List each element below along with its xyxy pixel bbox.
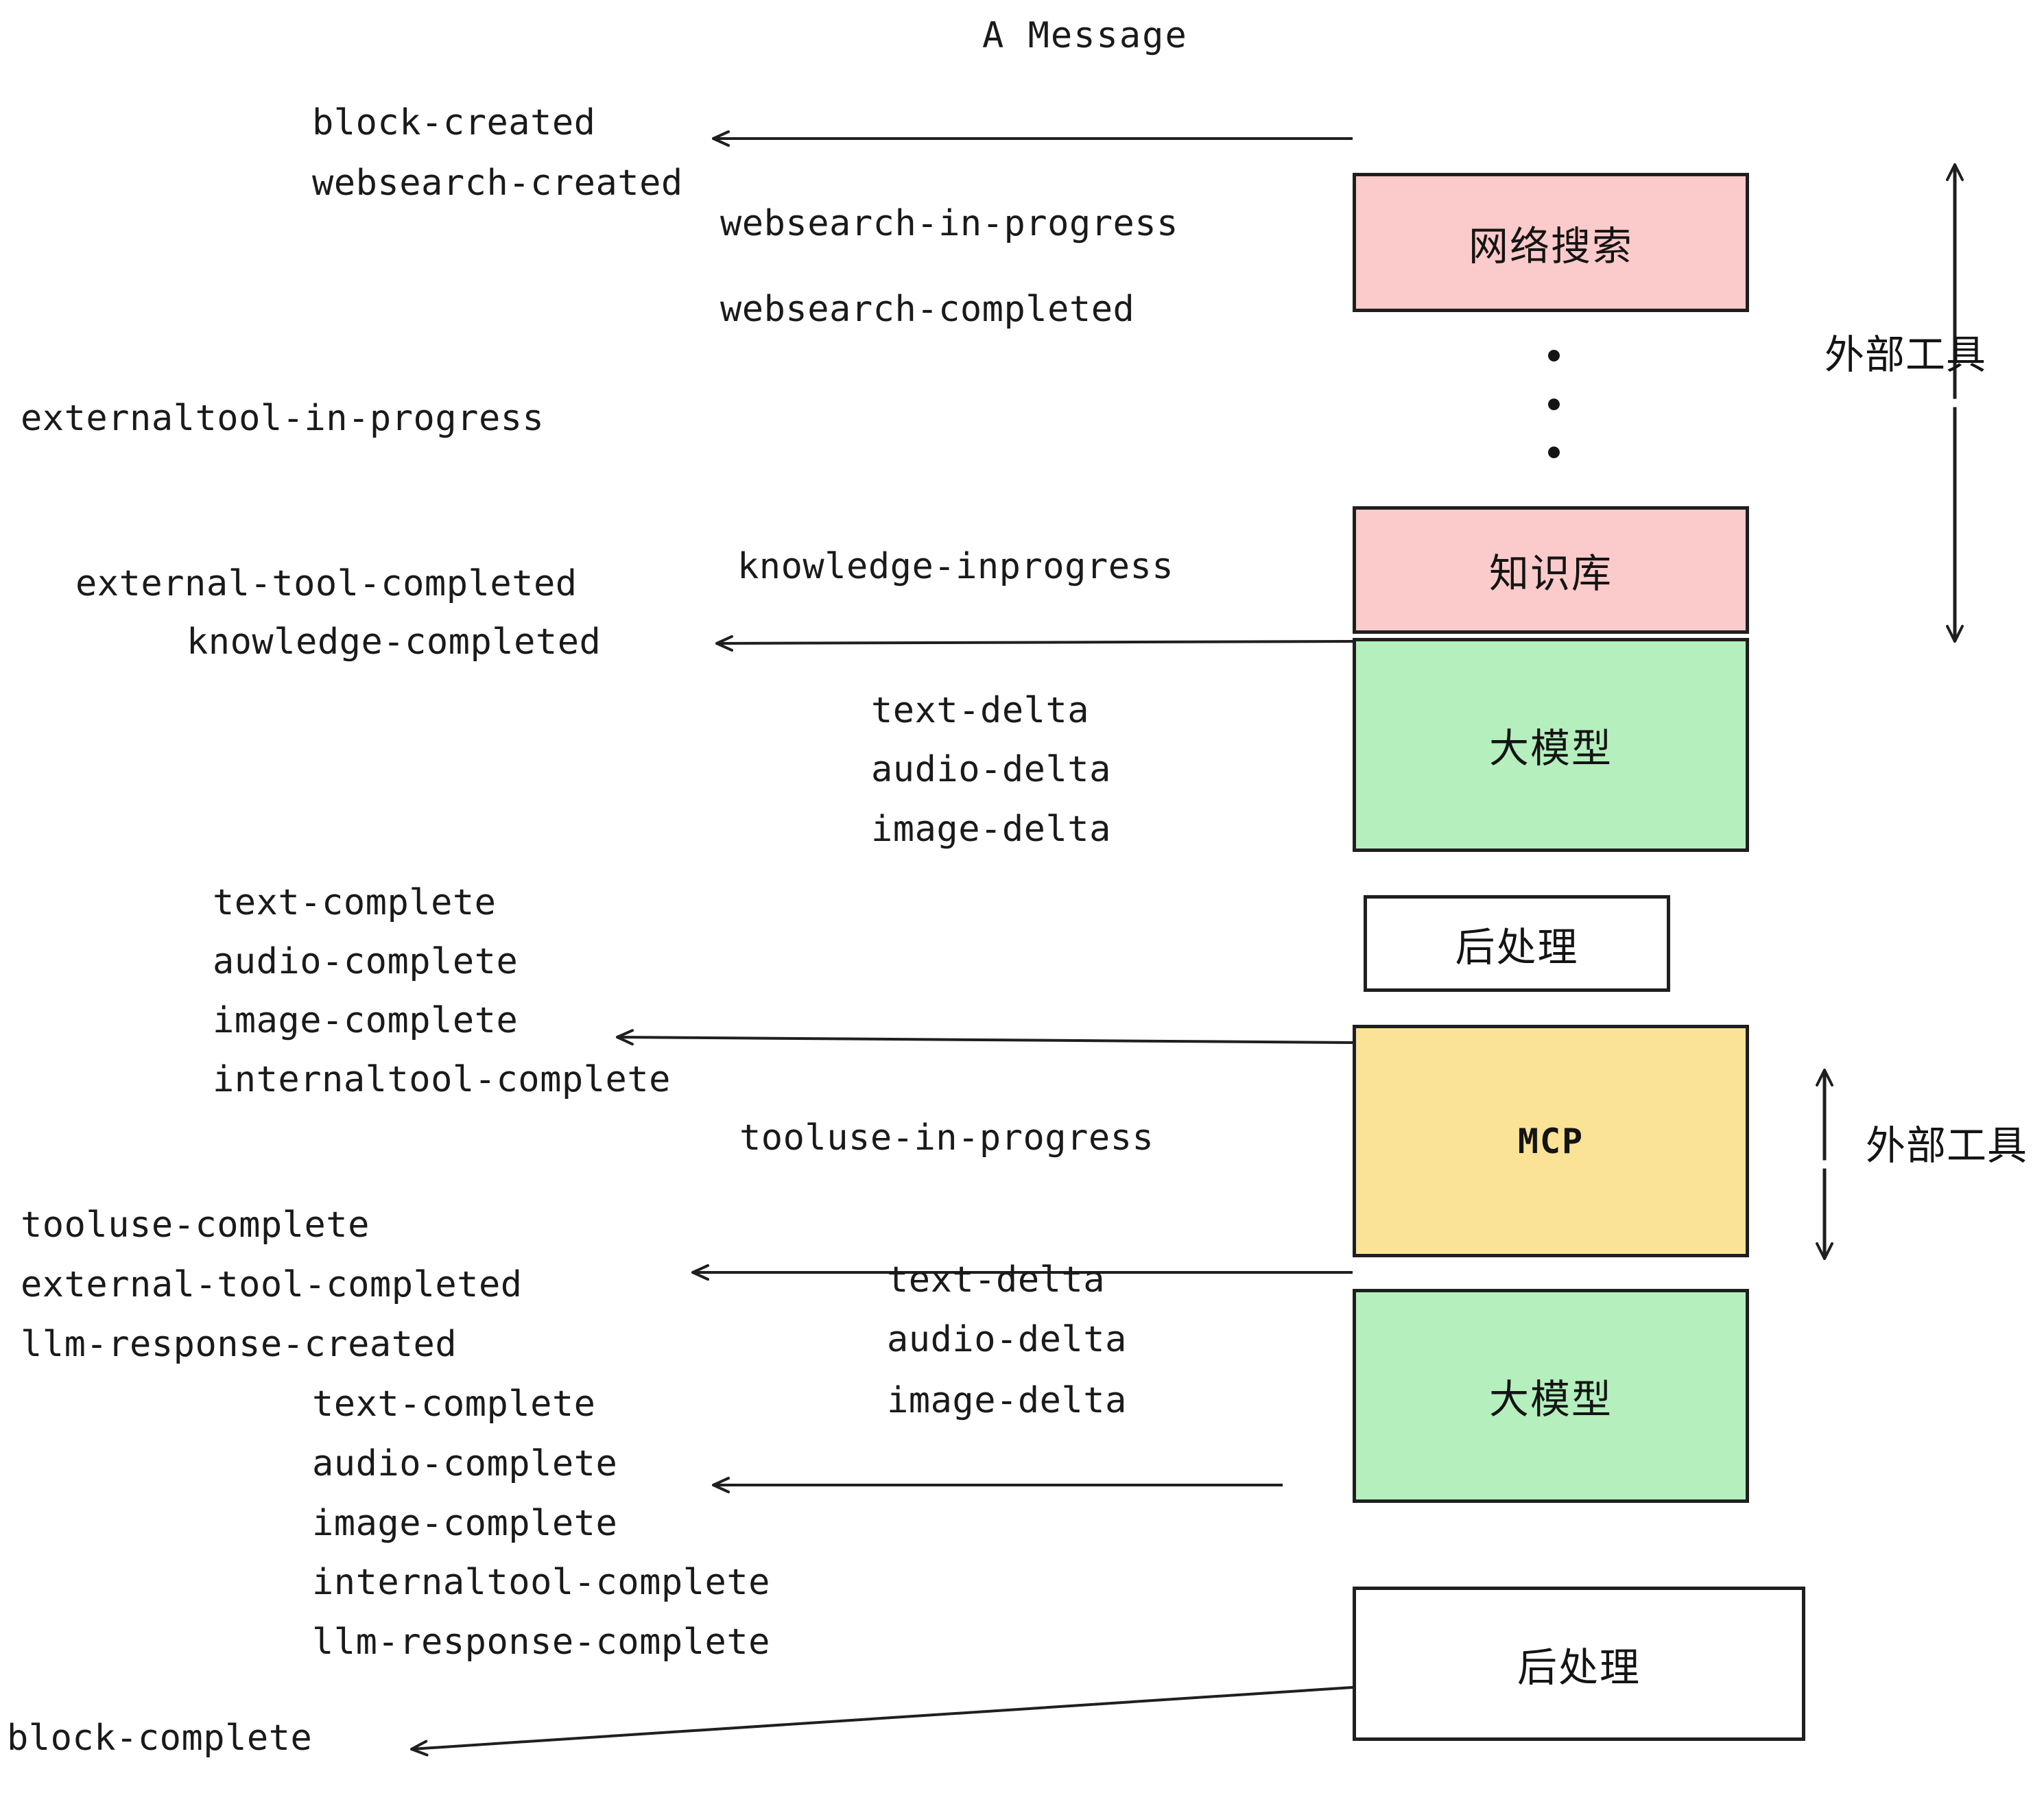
- event-label-text-delta-1: text-delta: [871, 690, 1090, 731]
- event-label-internaltool-complete-2: internaltool-complete: [312, 1562, 770, 1603]
- event-label-websearch-in-progress: websearch-in-progress: [720, 203, 1178, 244]
- node-knowledge[interactable]: 知识库: [1353, 506, 1749, 634]
- event-label-image-delta-2: image-delta: [887, 1380, 1127, 1421]
- node-label-knowledge: 知识库: [1488, 550, 1613, 597]
- ellipsis-dot: [1547, 447, 1560, 458]
- event-label-llm-response-created: llm-response-created: [21, 1324, 457, 1365]
- event-label-audio-complete-1: audio-complete: [213, 941, 519, 982]
- node-llm-1[interactable]: 大模型: [1353, 638, 1749, 852]
- event-label-text-complete-1: text-complete: [213, 882, 497, 923]
- node-postprocess-1[interactable]: 后处理: [1364, 895, 1670, 992]
- event-label-websearch-completed: websearch-completed: [720, 289, 1135, 330]
- node-websearch[interactable]: 网络搜索: [1353, 173, 1749, 312]
- arrow-knowledge-to-completed: [715, 634, 1353, 652]
- event-label-llm-response-complete: llm-response-complete: [312, 1622, 770, 1663]
- node-label-postprocess-2: 后处理: [1517, 1643, 1641, 1691]
- side-label-external-tools-top: 外部工具: [1825, 331, 1987, 378]
- event-label-block-complete: block-complete: [7, 1718, 313, 1759]
- event-label-externaltool-in-progress: externaltool-in-progress: [21, 398, 545, 439]
- vertical-ellipsis-icon: [1547, 350, 1560, 458]
- node-label-websearch: 网络搜索: [1468, 222, 1633, 270]
- event-label-image-delta-1: image-delta: [871, 809, 1111, 850]
- event-label-knowledge-completed: knowledge-completed: [187, 621, 602, 663]
- event-label-text-delta-2: text-delta: [887, 1259, 1106, 1301]
- event-label-tooluse-in-progress: tooluse-in-progress: [739, 1117, 1154, 1159]
- event-label-text-complete-2: text-complete: [312, 1384, 596, 1425]
- event-label-external-tool-completed-1: external-tool-completed: [75, 563, 578, 604]
- arrow-post2-to-block-complete: [410, 1686, 1353, 1757]
- page-title: A Message: [982, 15, 1188, 56]
- event-label-audio-complete-2: audio-complete: [312, 1443, 618, 1484]
- event-label-websearch-created: websearch-created: [312, 163, 683, 204]
- event-label-audio-delta-2: audio-delta: [887, 1319, 1127, 1360]
- node-mcp[interactable]: MCP: [1353, 1025, 1749, 1257]
- ellipsis-dot: [1547, 350, 1560, 361]
- event-label-audio-delta-1: audio-delta: [871, 749, 1111, 790]
- arrow-post1-to-image-complete: [616, 1029, 1353, 1046]
- event-label-block-created: block-created: [312, 102, 596, 143]
- event-label-external-tool-completed-2: external-tool-completed: [21, 1264, 523, 1305]
- event-label-tooluse-complete: tooluse-complete: [21, 1204, 370, 1246]
- event-label-internaltool-complete-1: internaltool-complete: [213, 1059, 671, 1100]
- node-label-llm-1: 大模型: [1488, 725, 1613, 772]
- event-label-knowledge-inprogress: knowledge-inprogress: [737, 546, 1174, 587]
- event-label-image-complete-2: image-complete: [312, 1503, 618, 1544]
- node-postprocess-2[interactable]: 后处理: [1353, 1587, 1805, 1741]
- event-label-image-complete-1: image-complete: [213, 1000, 519, 1041]
- node-llm-2[interactable]: 大模型: [1353, 1289, 1749, 1503]
- side-label-external-tools-bottom: 外部工具: [1866, 1122, 2028, 1169]
- node-label-mcp: MCP: [1517, 1121, 1584, 1161]
- node-label-postprocess-1: 后处理: [1455, 923, 1579, 971]
- node-label-llm-2: 大模型: [1488, 1376, 1613, 1423]
- ellipsis-dot: [1547, 398, 1560, 410]
